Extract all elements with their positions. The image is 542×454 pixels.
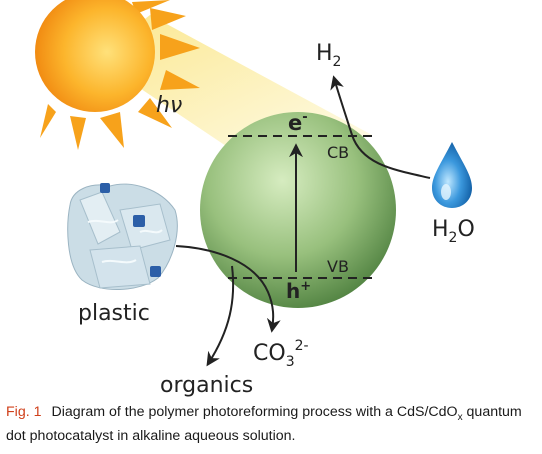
cb-label: CB <box>327 143 349 162</box>
electron-label: e- <box>288 110 308 135</box>
hole-label: h+ <box>286 279 311 303</box>
vb-label: VB <box>327 257 349 276</box>
water-drop-highlight <box>441 184 451 200</box>
sun-rays <box>40 0 200 150</box>
h2o-label: H2O <box>432 217 475 246</box>
water-drop-icon <box>432 142 472 208</box>
caption-text-part1: Diagram of the polymer photoreforming pr… <box>51 404 458 420</box>
caption-text-part2: quantum dot photocatalyst in alkaline aq… <box>6 404 522 444</box>
carbonate-label: CO32- <box>253 338 309 370</box>
light-label: hν <box>156 93 182 118</box>
h2-label: H2 <box>316 41 341 70</box>
plastic-bottles-image <box>67 183 178 290</box>
plastic-oxidation-arrow <box>175 245 281 333</box>
sun <box>35 0 155 112</box>
figure-caption: Fig. 1 Diagram of the polymer photoreform… <box>6 403 534 446</box>
caption-label: Fig. 1 <box>6 404 42 420</box>
organics-arrow <box>206 265 235 367</box>
water-reduction-arrow <box>330 75 431 179</box>
caption-text-sub: x <box>457 411 463 423</box>
quantum-dot-particle <box>200 112 396 308</box>
plastic-label: plastic <box>78 301 150 326</box>
photoreforming-diagram: hν e- CB VB h+ H2 H2O plastic CO32- orga… <box>35 0 475 398</box>
organics-label: organics <box>160 373 253 398</box>
